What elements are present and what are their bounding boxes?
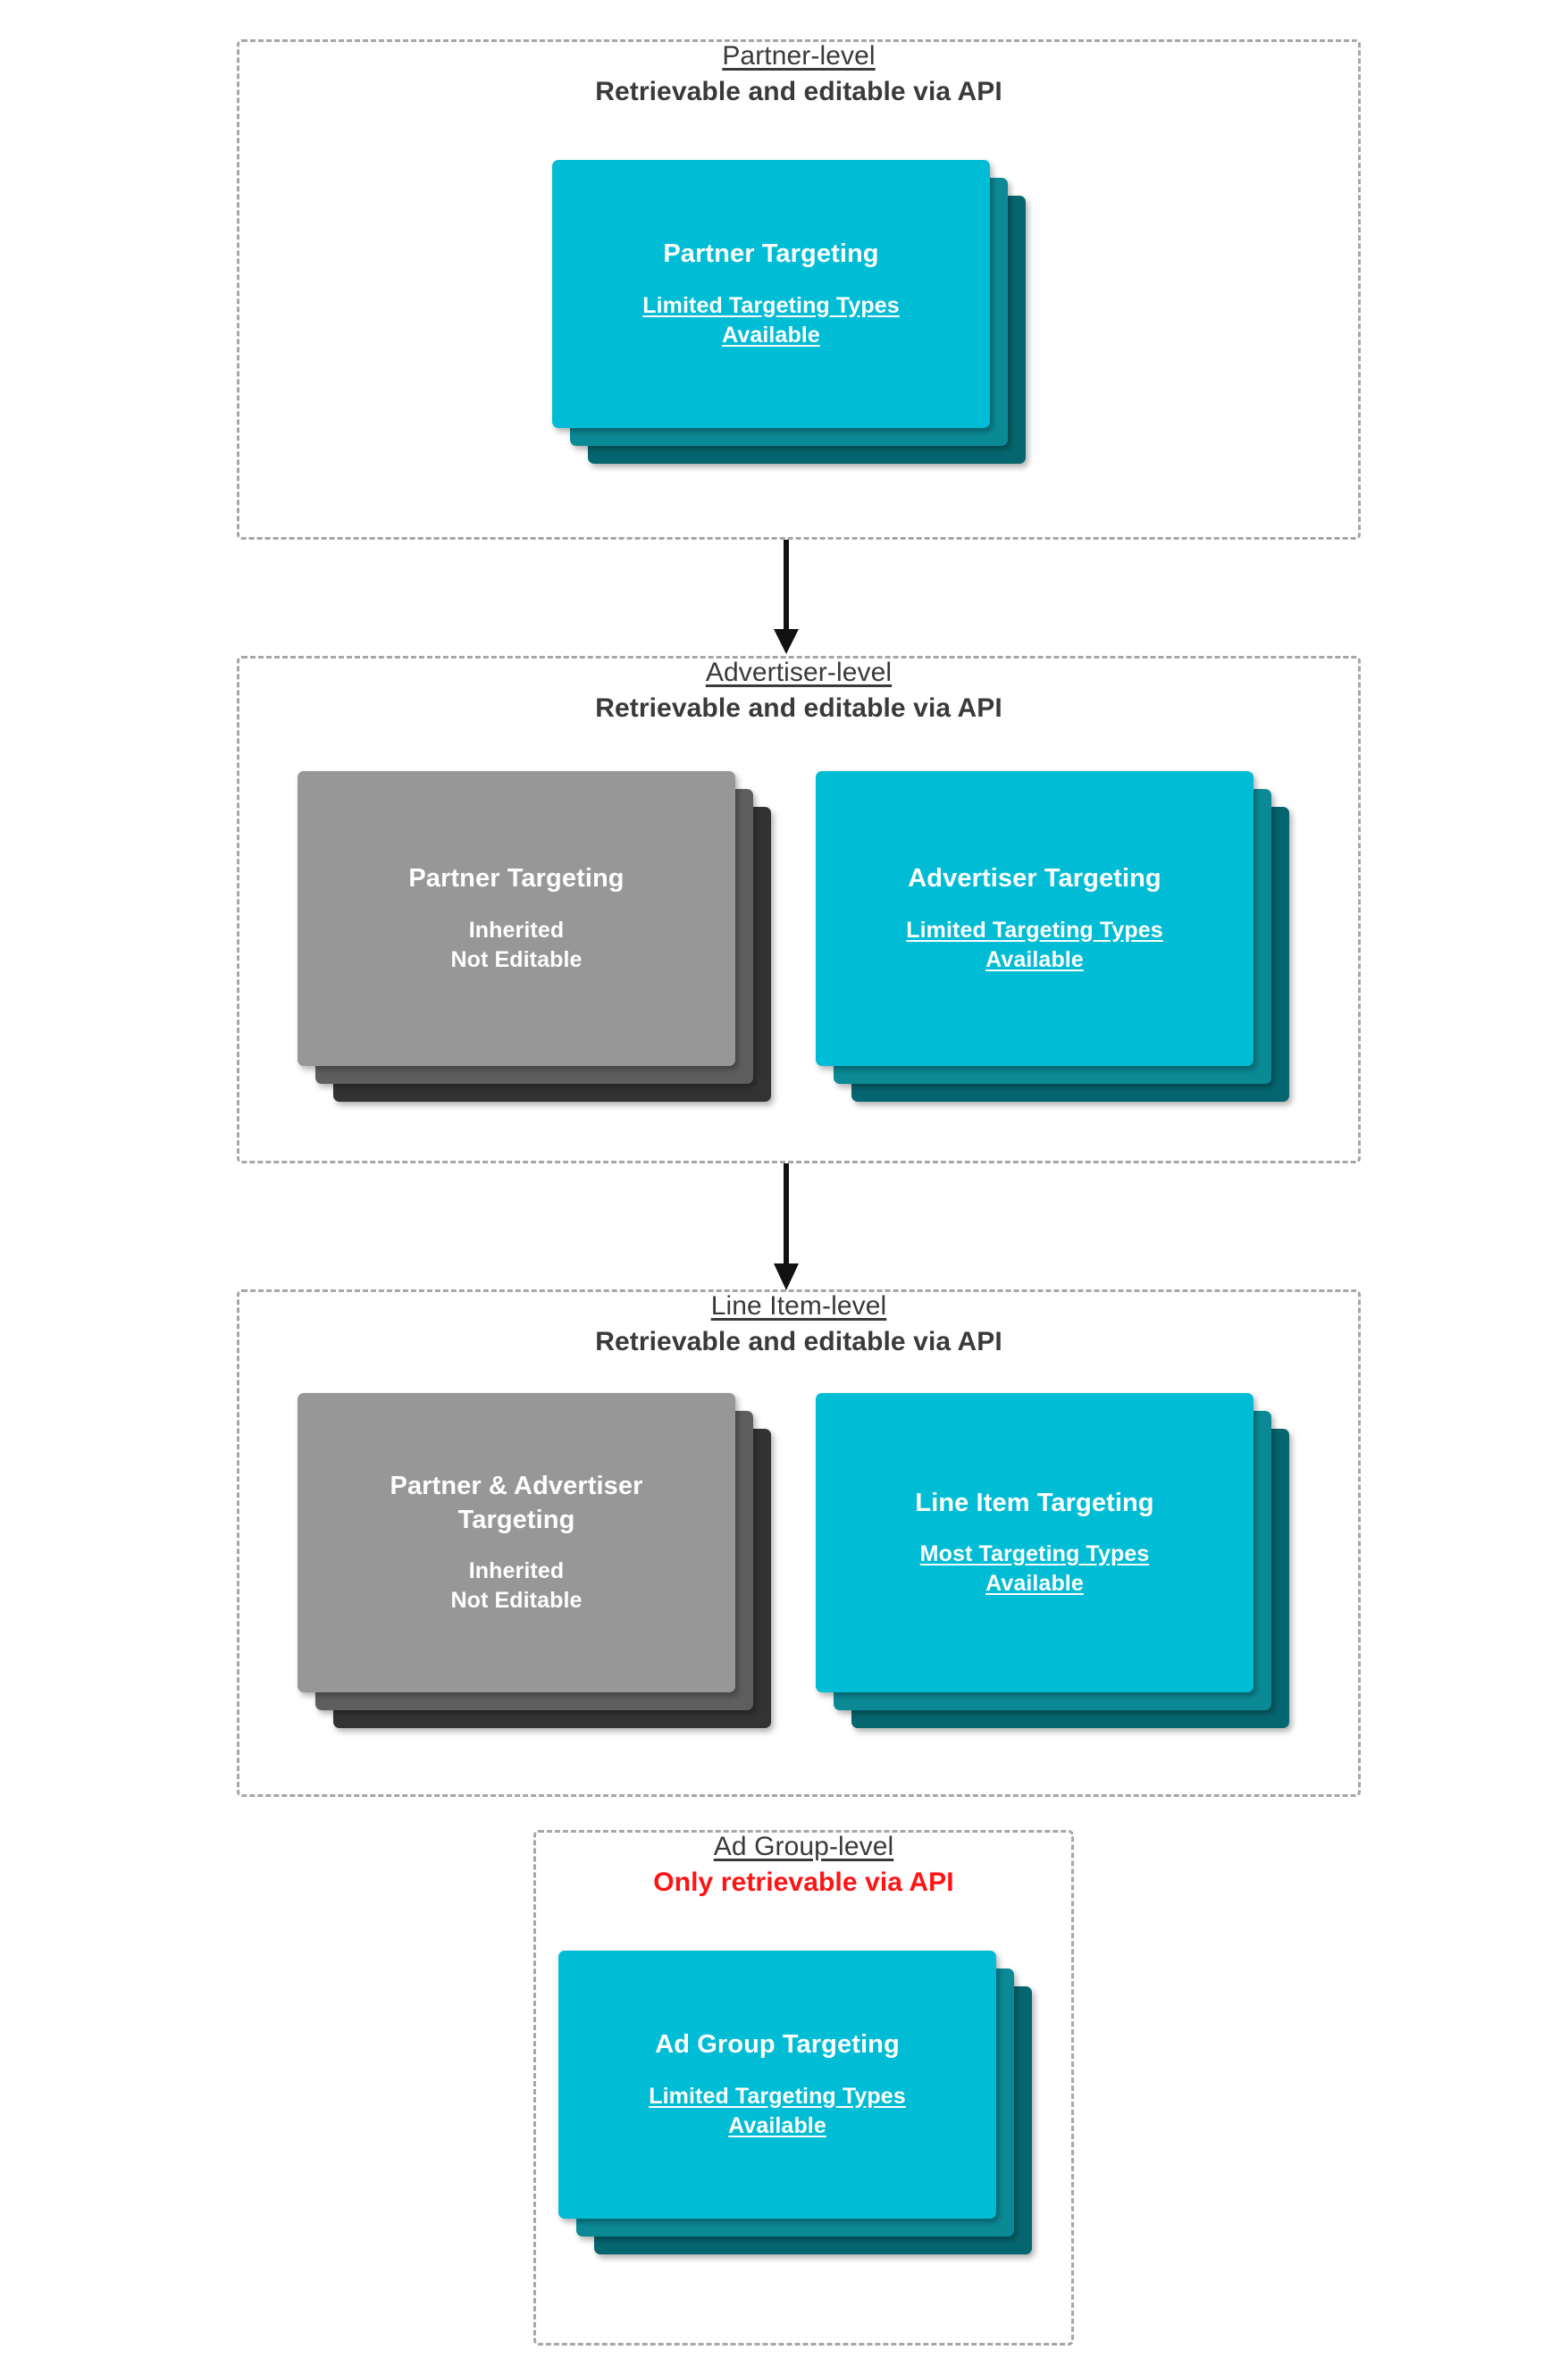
- card-inherited-partner-advertiser-targeting[interactable]: Partner & Advertiser Targeting Inherited…: [298, 1393, 735, 1692]
- level-api-note-line-item: Retrievable and editable via API: [595, 1326, 1002, 1356]
- card-content: Partner Targeting Limited Targeting Type…: [552, 160, 990, 428]
- card-stack-partner-targeting: Partner Targeting Limited Targeting Type…: [552, 160, 1035, 482]
- level-api-note-ad-group: Only retrievable via API: [653, 1867, 954, 1897]
- card-subtitle: Most Targeting Types Available: [920, 1540, 1150, 1599]
- card-advertiser-targeting[interactable]: Advertiser Targeting Limited Targeting T…: [816, 771, 1254, 1066]
- level-box-line-item: Line Item-level Retrievable and editable…: [237, 1289, 1361, 1797]
- arrow-advertiser-to-line-item: [768, 1163, 804, 1293]
- card-subtitle: Inherited Not Editable: [450, 1557, 582, 1616]
- card-subtitle-line2: Available: [985, 1571, 1084, 1597]
- card-title: Partner Targeting: [408, 864, 625, 894]
- card-stack-line-item-targeting: Line Item Targeting Most Targeting Types…: [816, 1393, 1298, 1742]
- card-content: Partner Targeting Inherited Not Editable: [298, 771, 735, 1066]
- card-subtitle: Limited Targeting Types Available: [906, 916, 1163, 975]
- card-title: Ad Group Targeting: [655, 2030, 900, 2060]
- card-subtitle: Limited Targeting Types Available: [642, 291, 900, 350]
- card-title: Advertiser Targeting: [908, 864, 1161, 894]
- level-name-advertiser: Advertiser-level: [705, 658, 893, 687]
- card-content: Partner & Advertiser Targeting Inherited…: [298, 1393, 735, 1692]
- card-subtitle-line1: Inherited: [468, 917, 565, 943]
- card-subtitle-line1: Limited Targeting Types: [642, 292, 900, 318]
- card-subtitle: Inherited Not Editable: [450, 916, 582, 975]
- card-content: Line Item Targeting Most Targeting Types…: [816, 1393, 1254, 1692]
- card-partner-targeting[interactable]: Partner Targeting Limited Targeting Type…: [552, 160, 990, 428]
- card-title: Line Item Targeting: [915, 1488, 1154, 1517]
- level-heading-line-item: Line Item-level Retrievable and editable…: [239, 1290, 1358, 1358]
- level-name-ad-group: Ad Group-level: [713, 1832, 894, 1861]
- arrow-down-icon: [774, 1163, 799, 1290]
- level-name-line-item: Line Item-level: [710, 1291, 887, 1321]
- card-content: Advertiser Targeting Limited Targeting T…: [816, 771, 1254, 1066]
- card-subtitle-line1: Limited Targeting Types: [649, 2083, 906, 2109]
- card-ad-group-targeting[interactable]: Ad Group Targeting Limited Targeting Typ…: [558, 1951, 996, 2219]
- card-stack-ad-group-targeting: Ad Group Targeting Limited Targeting Typ…: [558, 1951, 1041, 2281]
- card-subtitle-line1: Inherited: [468, 1557, 565, 1583]
- card-subtitle-line2: Not Editable: [450, 946, 583, 972]
- level-api-note-advertiser: Retrievable and editable via API: [595, 692, 1002, 723]
- level-box-advertiser: Advertiser-level Retrievable and editabl…: [237, 656, 1361, 1163]
- card-subtitle-line2: Not Editable: [450, 1587, 583, 1613]
- card-stack-advertiser-targeting: Advertiser Targeting Limited Targeting T…: [816, 771, 1298, 1111]
- card-stack-inherited-partner: Partner Targeting Inherited Not Editable: [298, 771, 780, 1111]
- card-inherited-partner-targeting[interactable]: Partner Targeting Inherited Not Editable: [298, 771, 735, 1066]
- level-api-note-partner: Retrievable and editable via API: [595, 76, 1002, 106]
- card-subtitle-line2: Available: [985, 946, 1084, 972]
- card-line-item-targeting[interactable]: Line Item Targeting Most Targeting Types…: [816, 1393, 1254, 1692]
- level-heading-partner: Partner-level Retrievable and editable v…: [239, 40, 1358, 108]
- level-name-partner: Partner-level: [722, 41, 876, 71]
- level-box-partner: Partner-level Retrievable and editable v…: [237, 39, 1361, 540]
- card-subtitle-line1: Limited Targeting Types: [906, 917, 1163, 943]
- card-subtitle: Limited Targeting Types Available: [649, 2082, 906, 2141]
- arrow-partner-to-advertiser: [768, 540, 804, 656]
- arrow-down-icon: [774, 540, 799, 654]
- card-title: Partner & Advertiser Targeting: [390, 1472, 643, 1534]
- card-content: Ad Group Targeting Limited Targeting Typ…: [558, 1951, 996, 2219]
- card-subtitle-line1: Most Targeting Types: [919, 1541, 1150, 1567]
- level-heading-advertiser: Advertiser-level Retrievable and editabl…: [239, 657, 1358, 725]
- level-box-ad-group: Ad Group-level Only retrievable via API …: [533, 1830, 1074, 2346]
- card-title: Partner Targeting: [663, 239, 879, 269]
- card-stack-inherited-partner-advertiser: Partner & Advertiser Targeting Inherited…: [298, 1393, 780, 1742]
- card-subtitle-line2: Available: [722, 322, 820, 348]
- card-subtitle-line2: Available: [728, 2112, 826, 2138]
- level-heading-ad-group: Ad Group-level Only retrievable via API: [536, 1831, 1071, 1899]
